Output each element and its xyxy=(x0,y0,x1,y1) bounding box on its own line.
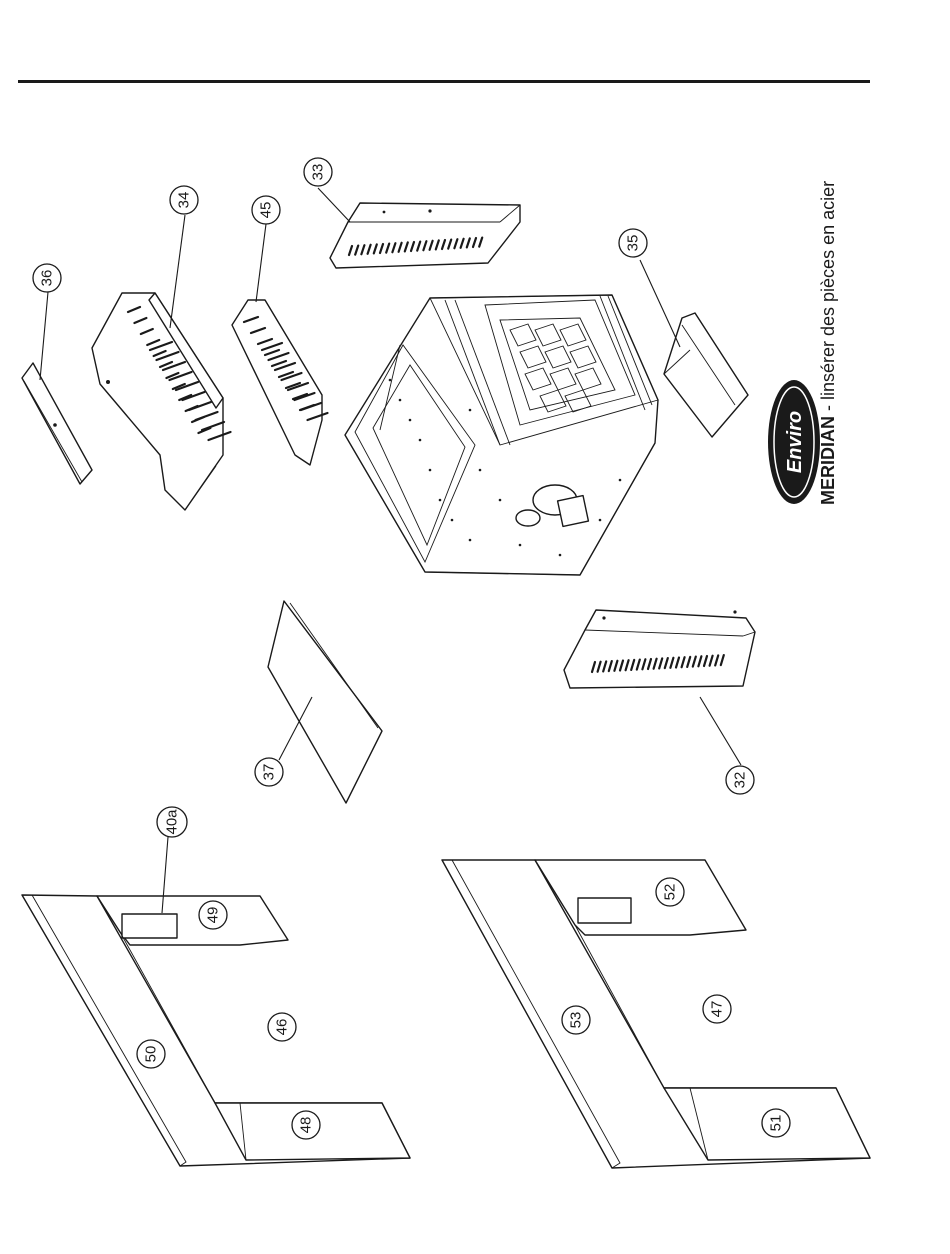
svg-text:50: 50 xyxy=(143,1046,160,1063)
callout-45: 45 xyxy=(252,196,280,224)
callout-48: 48 xyxy=(292,1111,320,1139)
svg-text:48: 48 xyxy=(298,1117,315,1134)
callout-52: 52 xyxy=(656,878,684,906)
svg-text:35: 35 xyxy=(625,235,642,252)
rivet xyxy=(469,539,472,542)
rivet xyxy=(409,419,412,422)
svg-text:40a: 40a xyxy=(164,809,181,835)
callout-51: 51 xyxy=(762,1109,790,1137)
rivet xyxy=(559,554,562,557)
rivet xyxy=(619,479,622,482)
enviro-logo: Enviro xyxy=(768,380,820,504)
enviro-logo-text: Enviro xyxy=(784,411,806,473)
part-35-bracket xyxy=(664,313,748,437)
left-surround xyxy=(22,895,410,1166)
svg-text:52: 52 xyxy=(662,884,679,901)
rivet xyxy=(469,409,472,412)
callout-49: 49 xyxy=(199,901,227,929)
svg-text:33: 33 xyxy=(310,164,327,181)
rivet xyxy=(479,469,482,472)
part-36-plate xyxy=(22,363,92,484)
callout-34: 34 xyxy=(170,186,198,214)
svg-text:53: 53 xyxy=(568,1012,585,1029)
rivet xyxy=(599,519,602,522)
svg-text:36: 36 xyxy=(39,270,56,287)
svg-text:32: 32 xyxy=(732,772,749,789)
callout-35: 35 xyxy=(619,229,647,257)
rivet xyxy=(389,379,392,382)
rivet xyxy=(419,439,422,442)
svg-text:34: 34 xyxy=(176,192,193,209)
callout-53: 53 xyxy=(562,1006,590,1034)
rivet xyxy=(439,499,442,502)
rivet xyxy=(499,499,502,502)
callout-33: 33 xyxy=(304,158,332,186)
svg-text:45: 45 xyxy=(258,202,275,219)
part-37-sheet xyxy=(268,601,382,803)
rivet xyxy=(451,519,454,522)
firebox-assembly xyxy=(345,295,658,575)
svg-text:47: 47 xyxy=(709,1001,726,1018)
part-33-louver-bar xyxy=(330,203,520,268)
svg-text:46: 46 xyxy=(274,1019,291,1036)
svg-text:37: 37 xyxy=(261,764,278,781)
callout-46: 46 xyxy=(268,1013,296,1041)
page-title: MERIDIAN - linsérer des pièces en acier xyxy=(818,181,838,505)
svg-text:51: 51 xyxy=(768,1115,785,1132)
part-32-louver-bar xyxy=(564,610,755,688)
callout-36: 36 xyxy=(33,264,61,292)
part-45-baffle xyxy=(232,300,328,465)
callout-40a: 40a xyxy=(157,807,187,837)
svg-text:49: 49 xyxy=(205,907,222,924)
right-surround xyxy=(442,860,870,1168)
callout-37: 37 xyxy=(255,758,283,786)
part-34-perforated-panel xyxy=(92,293,231,510)
callout-50: 50 xyxy=(137,1040,165,1068)
rivet xyxy=(429,469,432,472)
rivet xyxy=(399,399,402,402)
callout-32: 32 xyxy=(726,766,754,794)
callout-47: 47 xyxy=(703,995,731,1023)
rivet xyxy=(519,544,522,547)
